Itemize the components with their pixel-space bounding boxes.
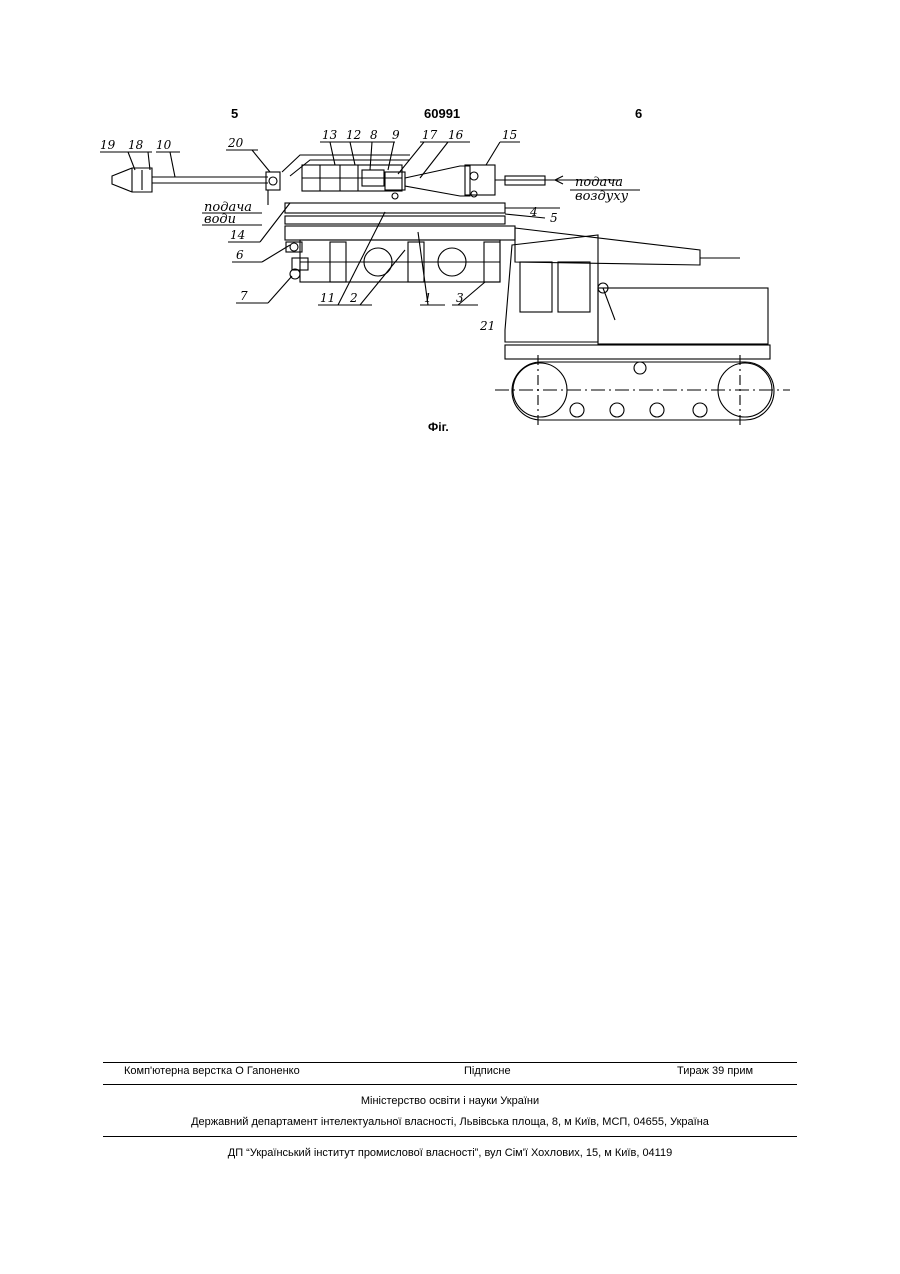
callout-9: 9 <box>392 128 400 142</box>
air-supply-label-2: воздуху <box>575 189 629 204</box>
callout-18: 18 <box>128 138 144 152</box>
callout-11: 11 <box>320 291 335 305</box>
callout-21: 21 <box>479 319 495 333</box>
callout-8: 8 <box>370 128 378 142</box>
institute-line: ДП “Український інститут промислової вла… <box>0 1147 900 1159</box>
circulation-label: Тираж 39 прим <box>677 1065 753 1077</box>
figure-caption: Фіг. <box>428 420 449 434</box>
callout-4: 4 <box>529 205 538 219</box>
department-line: Державний департамент інтелектуальної вл… <box>0 1116 900 1128</box>
callout-10: 10 <box>156 138 172 152</box>
callout-17: 17 <box>422 128 438 142</box>
ministry-line: Міністерство освіти і науки України <box>0 1095 900 1107</box>
callout-7: 7 <box>240 289 248 303</box>
callout-1: 1 <box>424 291 432 305</box>
callout-5: 5 <box>550 211 558 225</box>
callout-3: 3 <box>456 291 464 305</box>
callout-6: 6 <box>236 248 244 262</box>
water-supply-label-2: води <box>204 212 236 227</box>
callout-19: 19 <box>100 138 116 152</box>
callout-2: 2 <box>349 291 358 305</box>
callout-15: 15 <box>502 128 517 142</box>
technical-drawing: 19 18 10 20 13 12 8 9 17 16 15 14 6 4 5 … <box>0 0 900 440</box>
typesetting-credit: Комп'ютерна верстка О Гапоненко <box>124 1065 300 1077</box>
subscription-label: Підписне <box>464 1065 511 1077</box>
callout-14: 14 <box>230 228 245 242</box>
footer-rule-middle <box>103 1084 797 1085</box>
callout-12: 12 <box>346 128 361 142</box>
callout-13: 13 <box>322 128 338 142</box>
footer-rule-bottom <box>103 1136 797 1137</box>
air-supply-label-1: подача <box>575 175 623 190</box>
callout-16: 16 <box>448 128 464 142</box>
footer-rule-top <box>103 1062 797 1063</box>
callout-20: 20 <box>227 136 244 150</box>
